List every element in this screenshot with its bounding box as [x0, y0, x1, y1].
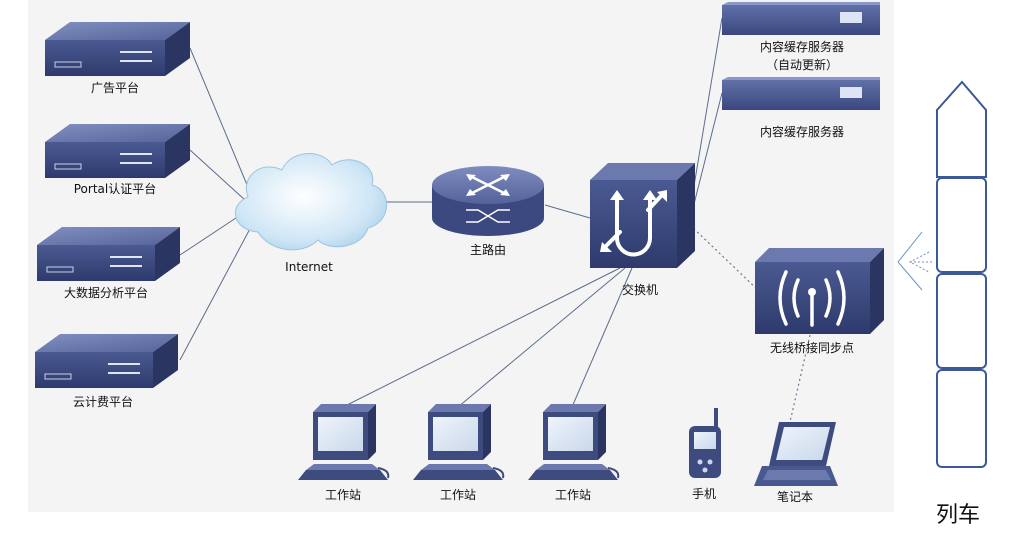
ad-platform-server	[45, 22, 190, 76]
billing-platform-server	[35, 334, 178, 388]
switch-label: 交换机	[622, 282, 658, 297]
workstation-2-label: 工作站	[440, 488, 476, 502]
link-router-switch	[544, 204, 591, 219]
bigdata-platform-label: 大数据分析平台	[64, 285, 148, 300]
link-switch-cache-auto	[689, 17, 723, 211]
wireless-bridge-icon	[755, 248, 884, 334]
main-router-label: 主路由	[470, 242, 506, 257]
link-switch-ws1	[342, 267, 621, 408]
workstation-1-label: 工作站	[325, 488, 361, 502]
link-ad-internet	[189, 47, 251, 193]
portal-platform-label: Portal认证平台	[74, 181, 156, 196]
cache-server-auto-label-1: 内容缓存服务器	[760, 39, 844, 54]
signal-arrow-icon	[897, 231, 934, 291]
train-icon	[936, 80, 987, 468]
workstation-1-icon	[298, 404, 390, 480]
main-router-icon	[432, 166, 544, 236]
cache-server-icon	[722, 77, 880, 110]
internet-cloud-icon	[234, 153, 387, 251]
switch-icon	[590, 163, 695, 268]
connections	[179, 17, 811, 423]
link-portal-internet	[189, 149, 246, 201]
bigdata-platform-server	[37, 227, 180, 281]
laptop-label: 笔记本	[777, 489, 813, 504]
ad-platform-label: 广告平台	[91, 80, 139, 95]
billing-platform-label: 云计费平台	[73, 394, 133, 409]
cache-server-auto-icon	[722, 2, 880, 35]
phone-label: 手机	[692, 487, 716, 501]
cache-server-label: 内容缓存服务器	[760, 124, 844, 139]
mobile-phone-icon	[689, 408, 721, 478]
wireless-bridge-label: 无线桥接同步点	[770, 340, 854, 355]
workstation-3-icon	[528, 404, 620, 480]
cache-server-auto-label-2: （自动更新）	[766, 57, 838, 72]
portal-platform-server	[45, 124, 190, 178]
link-billing-internet	[179, 224, 253, 361]
link-switch-bridge	[689, 224, 761, 293]
link-switch-cache	[689, 92, 723, 221]
workstation-2-icon	[413, 404, 505, 480]
laptop-icon	[754, 422, 838, 486]
link-bigdata-internet	[179, 211, 246, 256]
link-switch-ws3	[571, 267, 633, 408]
workstation-3-label: 工作站	[555, 488, 591, 502]
link-switch-ws2	[457, 267, 626, 408]
train-label: 列车	[936, 503, 980, 528]
internet-label: Internet	[285, 260, 333, 274]
